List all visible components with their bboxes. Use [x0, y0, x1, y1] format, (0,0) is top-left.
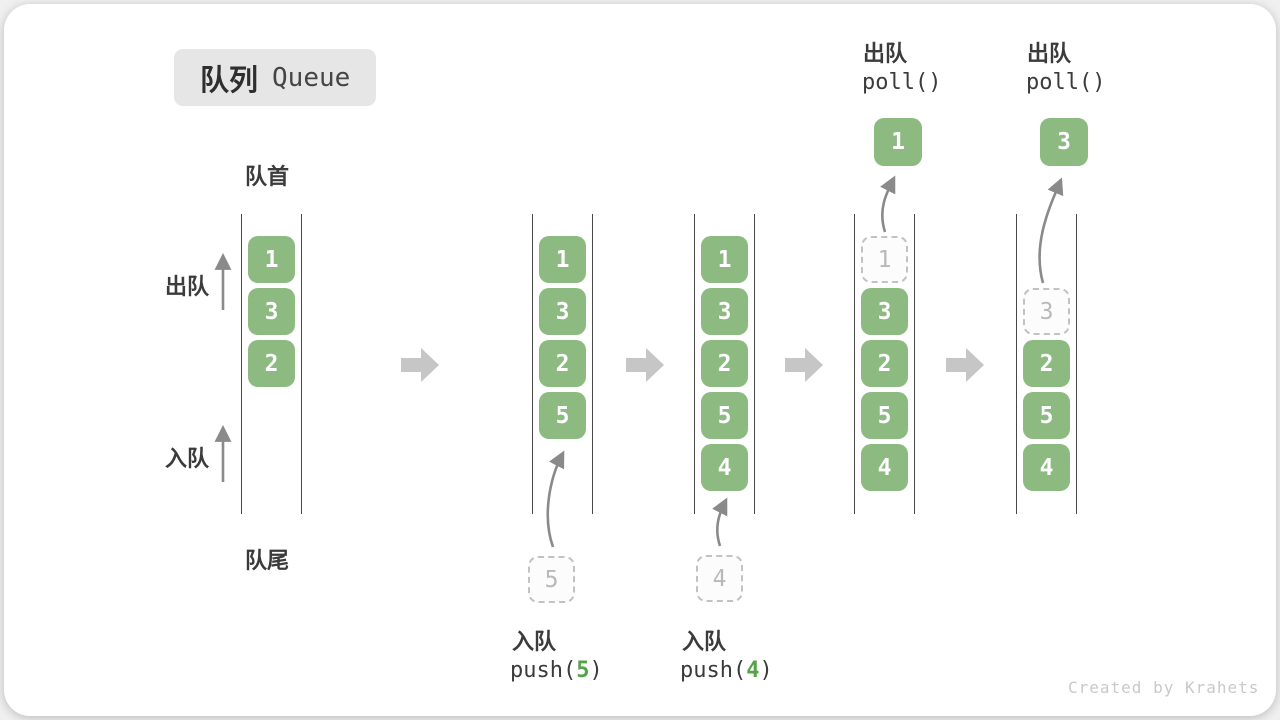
op-dequeue-code: poll() — [862, 70, 942, 95]
label-enqueue-left: 入队 — [165, 446, 210, 471]
queue-item: 2 — [248, 340, 295, 387]
title-badge: 队列 Queue — [174, 49, 377, 106]
removed-slot: 1 — [861, 236, 908, 283]
state-transition-arrow-icon — [946, 348, 984, 382]
queue-item: 5 — [861, 392, 908, 439]
state-transition-arrow-icon — [401, 348, 439, 382]
title-en: Queue — [272, 62, 351, 93]
incoming-element: 4 — [696, 555, 743, 602]
queue-item: 3 — [248, 288, 295, 335]
watermark: Created by Krahets — [1068, 678, 1260, 697]
queue-item: 5 — [1023, 392, 1070, 439]
title-zh: 队列 — [200, 64, 259, 97]
arrows-overlay — [214, 175, 1064, 548]
op-enqueue-code: push(4) — [680, 658, 773, 683]
queue-walls-state2 — [532, 214, 593, 514]
op-dequeue-code: poll() — [1026, 70, 1106, 95]
queue-item: 3 — [701, 288, 748, 335]
op-enqueue-label: 入队 — [682, 629, 727, 654]
queue-item: 2 — [701, 340, 748, 387]
queue-walls-state4 — [854, 214, 915, 514]
queue-item: 5 — [539, 392, 586, 439]
queue-item: 3 — [539, 288, 586, 335]
queue-walls-state1 — [241, 214, 302, 514]
queue-item: 1 — [248, 236, 295, 283]
queue-item: 1 — [539, 236, 586, 283]
op-dequeue-label: 出队 — [863, 41, 908, 66]
op-dequeue-label: 出队 — [1027, 41, 1072, 66]
label-dequeue-left: 出队 — [165, 274, 210, 299]
code-pre: push( — [510, 658, 577, 683]
code-num: 5 — [576, 658, 590, 683]
queue-item: 4 — [1023, 444, 1070, 491]
queue-walls-state3 — [694, 214, 755, 514]
queue-item: 5 — [701, 392, 748, 439]
removed-slot: 3 — [1023, 288, 1070, 335]
polled-element: 1 — [874, 118, 922, 166]
code-post: ) — [589, 658, 603, 683]
state-transition-arrow-icon — [626, 348, 664, 382]
queue-item: 2 — [1023, 340, 1070, 387]
incoming-element: 5 — [528, 556, 575, 603]
queue-item: 4 — [701, 444, 748, 491]
queue-item: 3 — [861, 288, 908, 335]
queue-walls-state5 — [1016, 214, 1077, 514]
queue-item: 1 — [701, 236, 748, 283]
polled-element: 3 — [1040, 118, 1088, 166]
queue-item: 2 — [861, 340, 908, 387]
code-pre: push( — [680, 658, 747, 683]
diagram-card: 队列 Queue 队首 队尾 出队 入队 1 3 2 1 3 2 5 5 1 3… — [4, 4, 1276, 716]
op-enqueue-code: push(5) — [510, 658, 603, 683]
op-enqueue-label: 入队 — [512, 629, 557, 654]
queue-item: 2 — [539, 340, 586, 387]
label-queue-rear: 队尾 — [245, 548, 290, 573]
state-transition-arrow-icon — [785, 348, 823, 382]
code-num: 4 — [746, 658, 760, 683]
label-queue-front: 队首 — [245, 164, 290, 189]
code-post: ) — [759, 658, 773, 683]
queue-item: 4 — [861, 444, 908, 491]
